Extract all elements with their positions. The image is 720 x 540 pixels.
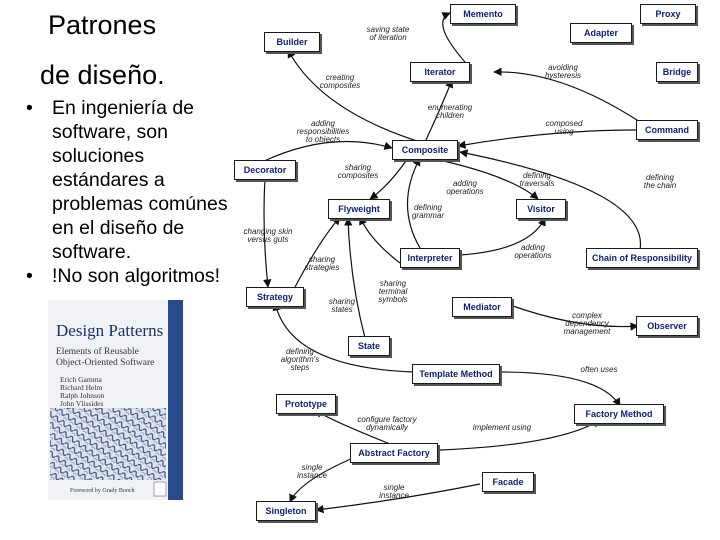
bullet-marker: •	[26, 265, 33, 287]
pattern-decorator: Decorator	[234, 160, 296, 180]
pattern-strategy: Strategy	[246, 287, 304, 307]
pattern-template-method: Template Method	[412, 364, 500, 384]
book-subtitle-line2: Object-Oriented Software	[56, 357, 154, 368]
edge-composite-iterator	[424, 79, 454, 143]
pattern-facade: Facade	[482, 472, 534, 492]
pattern-singleton: Singleton	[256, 501, 316, 521]
book-author: Erich Gamma	[60, 375, 103, 384]
bullet-list: • En ingeniería de software, son solucion…	[22, 96, 237, 288]
relation-sharing-states: sharing states	[328, 297, 356, 314]
pattern-observer: Observer	[636, 316, 698, 336]
slide-title-line2: de diseño.	[40, 60, 165, 90]
pattern-builder: Builder	[264, 32, 320, 52]
edge-interpreter-composite	[406, 157, 421, 249]
edge-state-flyweight	[344, 217, 366, 339]
bullet-item: • !No son algoritmos!	[22, 264, 237, 288]
relation-sharing-composites: sharing composites	[337, 163, 379, 180]
book-title: Design Patterns	[56, 321, 163, 340]
relation-single-instance-2: single instance	[379, 483, 409, 500]
relation-creating-composites: creating composites	[319, 73, 361, 90]
pattern-factory-method: Factory Method	[574, 404, 664, 424]
pattern-composite: Composite	[392, 140, 458, 160]
edge-composite-visitor	[429, 157, 539, 200]
pattern-memento: Memento	[450, 4, 516, 24]
relation-configure-factory: configure factory dynamically	[357, 415, 417, 432]
bullet-marker: •	[26, 97, 33, 119]
book-spine	[168, 300, 183, 500]
design-patterns-book-cover: Design Patterns Elements of Reusable Obj…	[48, 300, 183, 500]
book-author: Richard Helm	[60, 383, 102, 392]
edge-decorator-strategy	[263, 177, 272, 288]
book-foreword: Foreword by Grady Booch	[70, 488, 135, 494]
relation-defining-steps: defining algorithm's steps	[280, 347, 320, 372]
pattern-abstract-factory: Abstract Factory	[350, 443, 438, 463]
relation-sharing-terminal: sharing terminal symbols	[378, 279, 408, 304]
edge-abstract-singleton	[289, 454, 361, 503]
book-author: John Vlissides	[60, 399, 103, 408]
edge-command-composite	[457, 129, 637, 149]
edge-chain-composite	[459, 149, 642, 251]
pattern-chain-of-responsibility: Chain of Responsibility	[586, 248, 698, 268]
edge-strategy-flyweight	[294, 216, 341, 288]
relation-defining-grammar: defining grammar	[411, 203, 444, 220]
relation-defining-traversals: defining traversals	[519, 171, 555, 188]
pattern-flyweight: Flyweight	[328, 199, 390, 219]
book-subtitle-line1: Elements of Reusable	[56, 346, 139, 357]
book-author: Ralph Johnson	[60, 391, 105, 400]
edge-interpreter-visitor	[459, 217, 546, 256]
edge-decorator-composite	[261, 140, 393, 163]
pattern-adapter: Adapter	[570, 23, 632, 43]
edge-facade-singleton	[315, 483, 481, 514]
pattern-proxy: Proxy	[640, 4, 696, 24]
book-publisher-logo	[153, 481, 167, 497]
edge-iterator-memento	[441, 12, 466, 63]
pattern-iterator: Iterator	[410, 62, 470, 82]
edge-command-iterator	[493, 67, 641, 123]
relation-avoiding-hysteresis: avoiding hysteresis	[544, 63, 581, 80]
bullet-text: !No son algoritmos!	[52, 265, 220, 287]
edge-template-strategy	[272, 302, 416, 373]
pattern-mediator: Mediator	[452, 297, 512, 317]
edge-composite-builder	[287, 49, 421, 143]
relation-adding-operations-1: adding operations	[446, 179, 484, 196]
relation-defining-the-chain: defining the chain	[643, 173, 677, 190]
relation-single-instance-1: single instance	[297, 463, 327, 480]
relation-often-uses: often uses	[580, 365, 618, 374]
book-artwork	[50, 408, 166, 480]
edge-interpreter-flyweight	[359, 216, 401, 264]
relation-saving-state: saving state of iteration	[366, 25, 410, 42]
edge-mediator-observer	[509, 304, 639, 331]
relation-sharing-strategies: sharing strategies	[304, 255, 340, 272]
bullet-text: En ingeniería de software, son solucione…	[52, 97, 228, 263]
pattern-command: Command	[636, 120, 698, 140]
relation-adding-operations-2: adding operations	[514, 243, 552, 260]
pattern-prototype: Prototype	[276, 394, 336, 414]
pattern-bridge: Bridge	[656, 62, 698, 82]
relation-composed-using: composed using	[545, 119, 583, 136]
relation-complex-dependency: complex dependency management	[563, 311, 611, 336]
slide-title-line1: Patrones	[48, 10, 157, 40]
relation-adding-responsibilities: adding responsibilities to objects	[296, 119, 350, 144]
relation-implement-using: implement using	[472, 423, 532, 432]
relation-changing-skin: changing skin versus guts	[243, 227, 293, 244]
edge-abstract-factory	[439, 419, 601, 451]
pattern-interpreter: Interpreter	[400, 248, 460, 268]
pattern-visitor: Visitor	[516, 199, 566, 219]
pattern-state: State	[348, 336, 390, 356]
bullet-item: • En ingeniería de software, son solucion…	[22, 96, 237, 264]
edge-template-factory	[499, 371, 621, 407]
relation-enumerating-children: enumerating children	[427, 103, 473, 120]
